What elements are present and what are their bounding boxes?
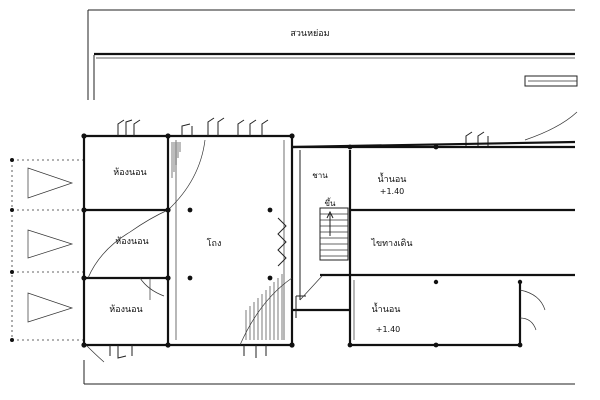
entry-markers: [10, 158, 85, 342]
bottom-edge: [83, 360, 575, 385]
water-lower-level: +1.40: [376, 325, 401, 334]
zigzag-symbol: [277, 217, 287, 267]
bedroom-door-swings: [85, 209, 169, 363]
hall-hatching: [167, 139, 293, 346]
garden-label: สวนหย่อม: [290, 29, 329, 39]
water-lower-label: น้ำนอน: [372, 302, 401, 315]
stairs-up-label: ขึ้น: [325, 197, 336, 208]
water-upper-level: +1.40: [380, 187, 405, 196]
bedroom-3-label: ห้องนอน: [109, 304, 142, 315]
top-right-detail: [524, 75, 578, 141]
water-upper-label: น้ำนอน: [378, 172, 407, 185]
hall-label: โถง: [207, 238, 222, 249]
right-wing: [291, 140, 576, 347]
top-openings: [109, 117, 489, 359]
garden-band: [87, 9, 575, 100]
bedroom-1-label: ห้องนอน: [113, 167, 146, 178]
porch-label: ชาน: [312, 171, 328, 180]
lower-wing: [292, 275, 350, 318]
bedroom-2-label: ห้องนอน: [115, 236, 148, 247]
stairs: [319, 207, 349, 261]
walkway-label: ไขทางเดิน: [370, 238, 412, 249]
columns: [81, 133, 523, 348]
